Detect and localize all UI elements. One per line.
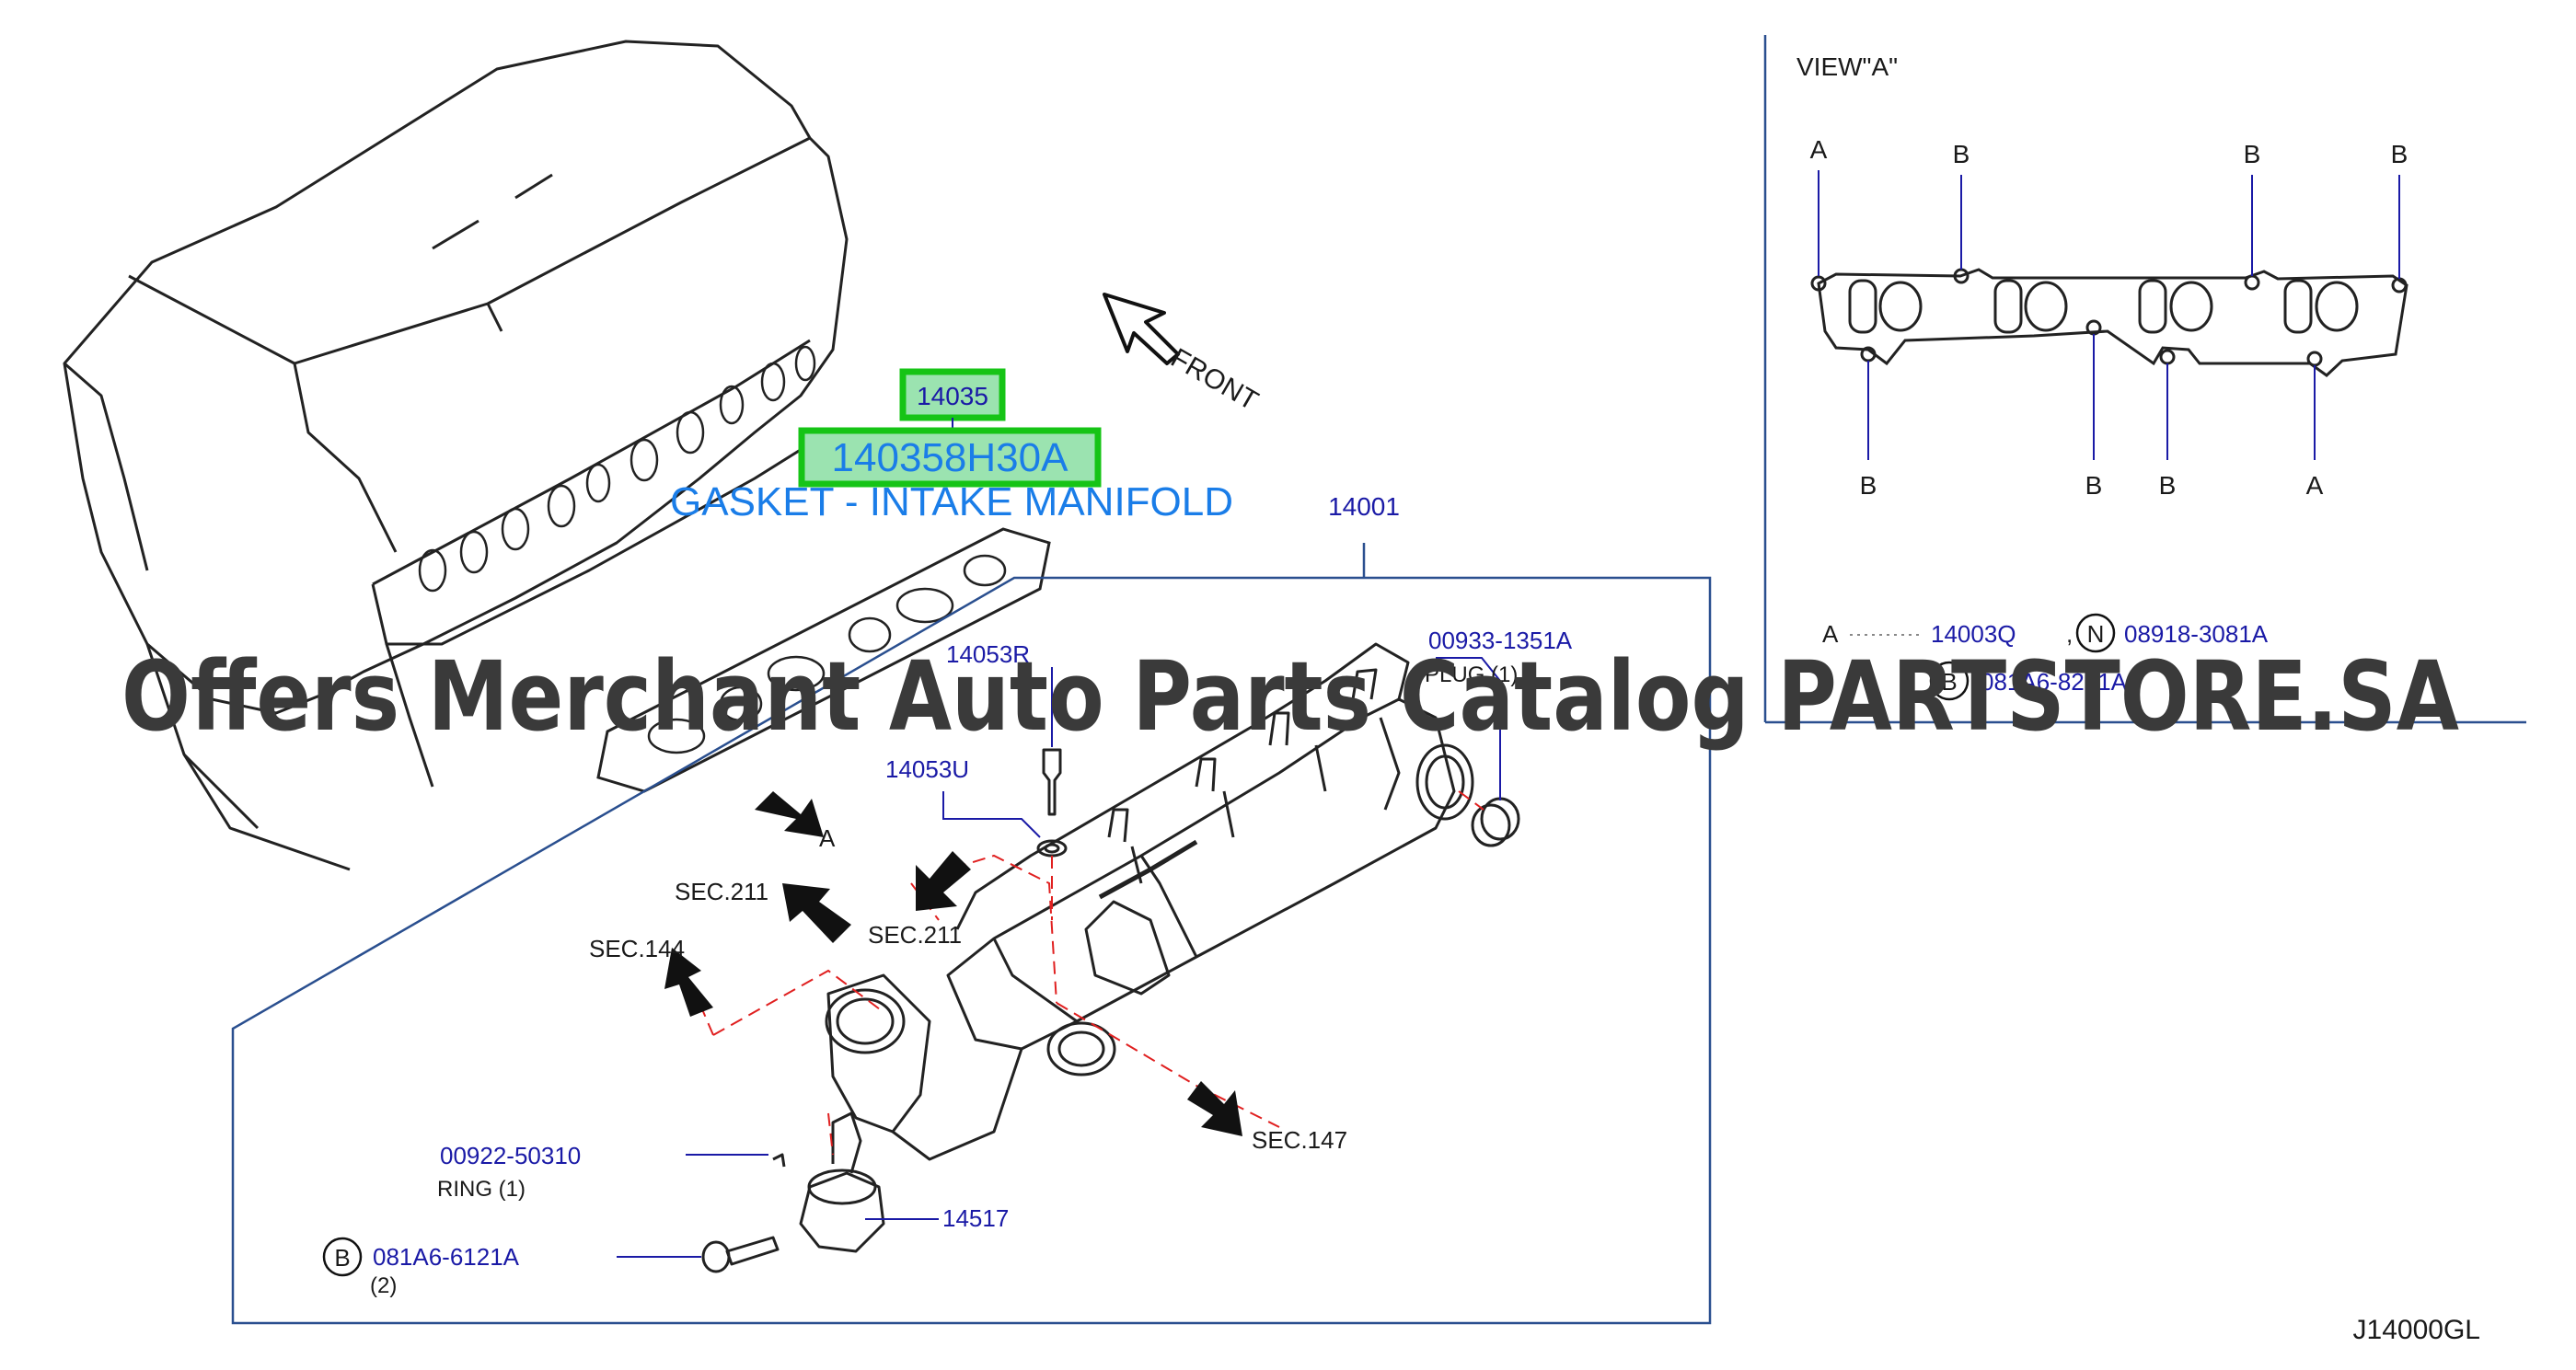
sec211-label-left[interactable]: SEC.211 bbox=[675, 878, 768, 905]
sec211-label-right[interactable]: SEC.211 bbox=[868, 921, 962, 949]
highlighted-part-group[interactable]: 14035 140358H30A bbox=[798, 368, 1102, 488]
legend-n-circle bbox=[2075, 613, 2116, 653]
legend-part-14003q[interactable]: 14003Q bbox=[1931, 620, 2016, 648]
callout-14053u[interactable]: 14053U bbox=[885, 755, 969, 783]
callout-00922-50310[interactable]: 00922-50310 bbox=[440, 1142, 581, 1169]
view-a-ref-label: A bbox=[819, 824, 836, 852]
part-group-highlight bbox=[899, 368, 1006, 421]
view-a-title: VIEW"A" bbox=[1796, 52, 1898, 81]
legend-separator: , bbox=[2066, 620, 2073, 648]
part-number-link[interactable]: 140358H30A bbox=[832, 435, 1069, 480]
legend-n-letter: N bbox=[2087, 620, 2105, 648]
diagram-code: J14000GL bbox=[2353, 1315, 2480, 1345]
leader-lines bbox=[617, 657, 1501, 1258]
intake-manifold-drawing bbox=[701, 642, 1520, 1273]
callout-14053r[interactable]: 14053R bbox=[946, 640, 1030, 668]
view-a-letter: B bbox=[2244, 140, 2261, 168]
callout-14517[interactable]: 14517 bbox=[942, 1204, 1009, 1232]
legend-letter-a: A bbox=[1822, 620, 1839, 648]
view-a-letter: B bbox=[2085, 471, 2103, 500]
intake-gasket-drawing bbox=[596, 527, 1051, 793]
arrow-sec144-icon bbox=[664, 948, 713, 1017]
arrow-sec147-icon bbox=[1187, 1081, 1242, 1136]
view-a-leaders bbox=[1818, 170, 2400, 460]
callouts: 14053R 14053U 00933-1351A PLUG (1) A SEC… bbox=[322, 627, 1573, 1298]
part-number-highlight bbox=[798, 427, 1102, 488]
legend-b-circle bbox=[1929, 661, 1970, 701]
bolt-b-circle bbox=[322, 1237, 363, 1277]
sec147-label[interactable]: SEC.147 bbox=[1252, 1126, 1347, 1154]
view-a-gasket-drawing bbox=[1810, 268, 2409, 377]
view-a-letter: B bbox=[1953, 140, 1970, 168]
manifold-frame bbox=[231, 543, 1712, 1325]
direction-arrows bbox=[664, 791, 1242, 1136]
sec144-label[interactable]: SEC.144 bbox=[589, 935, 685, 962]
arrow-sec211-right-icon bbox=[916, 851, 971, 911]
legend-part-081a6-8201a[interactable]: 081A6-8201A bbox=[1981, 668, 2128, 696]
view-a-letter: B bbox=[2391, 140, 2409, 168]
view-a-letters: A B B B B B B A bbox=[1810, 135, 2409, 500]
view-a-legend: A 14003Q , N 08918-3081A B 081A6-8201A bbox=[1822, 613, 2269, 701]
part-description: GASKET - INTAKE MANIFOLD bbox=[670, 479, 1233, 524]
view-a-letter: B bbox=[1860, 471, 1877, 500]
front-label: FRONT bbox=[1166, 342, 1264, 416]
plug-label: PLUG (1) bbox=[1425, 662, 1518, 687]
legend-b-letter: B bbox=[1941, 668, 1957, 696]
view-a-letter: A bbox=[2306, 471, 2324, 500]
engine-block-drawing bbox=[63, 40, 849, 871]
callout-14001[interactable]: 14001 bbox=[1328, 492, 1400, 521]
view-a-letter: A bbox=[1810, 135, 1828, 164]
front-indicator: FRONT bbox=[1103, 293, 1264, 417]
view-a-panel: VIEW"A" bbox=[1763, 35, 2526, 724]
ring-label: RING (1) bbox=[437, 1177, 526, 1202]
view-a-letter: B bbox=[2159, 471, 2177, 500]
callout-081a6-6121a[interactable]: 081A6-6121A bbox=[373, 1243, 520, 1271]
qty-label: (2) bbox=[370, 1273, 397, 1298]
arrow-sec211-left-icon bbox=[782, 883, 851, 943]
legend-part-08918-3081a[interactable]: 08918-3081A bbox=[2124, 620, 2269, 648]
bolt-b-letter: B bbox=[334, 1244, 350, 1272]
watermark-text: Offers Merchant Auto Parts Catalog PARTS… bbox=[121, 640, 2459, 753]
callout-00933-1351a[interactable]: 00933-1351A bbox=[1428, 627, 1573, 654]
front-arrow-icon bbox=[1103, 293, 1180, 365]
part-group-label[interactable]: 14035 bbox=[917, 382, 988, 410]
arrow-to-view-a-icon bbox=[755, 791, 824, 837]
dashed-guides bbox=[699, 790, 1484, 1156]
